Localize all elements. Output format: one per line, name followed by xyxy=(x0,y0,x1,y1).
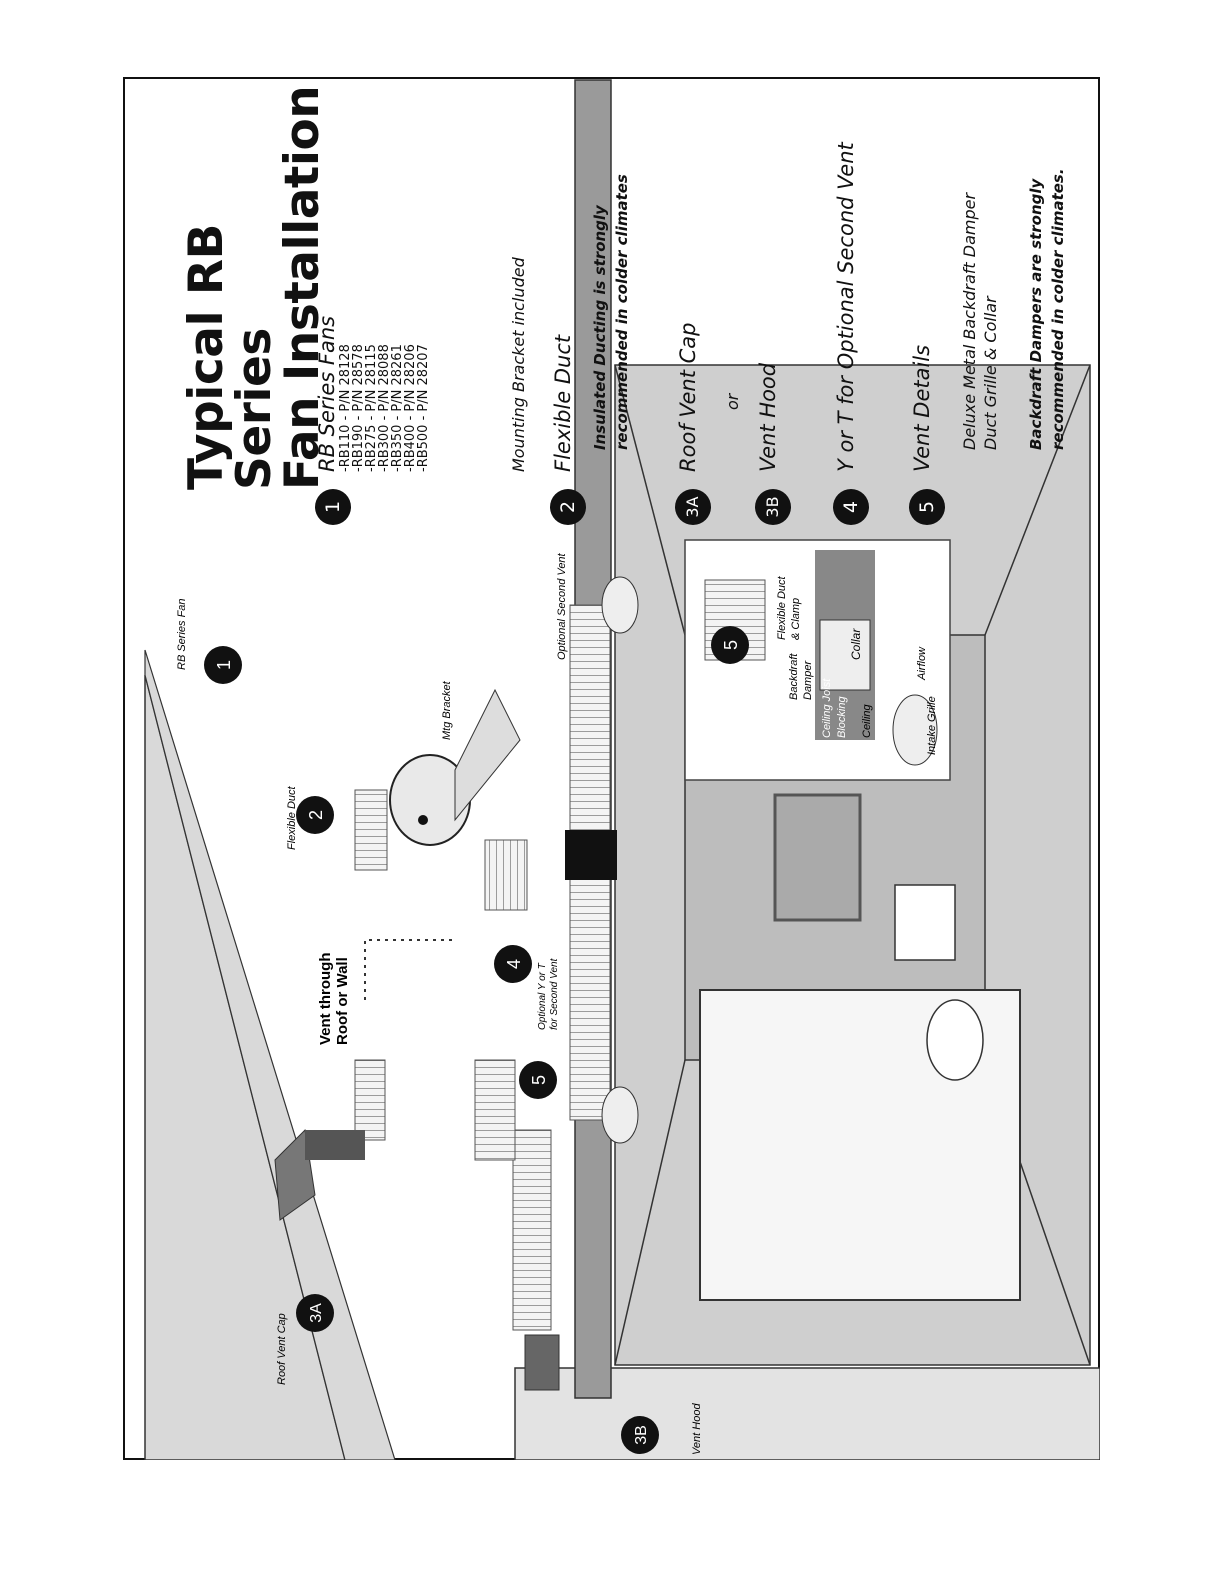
insulated-note-1: Insulated Ducting is strongly xyxy=(591,205,609,450)
svg-text:4: 4 xyxy=(504,959,524,969)
title-line-1: Typical RB Series xyxy=(179,224,282,490)
diagram-frame: Collar Ceiling Joist Blocking Ceiling Fl… xyxy=(123,77,1100,1460)
legend-item-1-label: RB Series Fans xyxy=(315,315,339,472)
inset-airflow-label: Airflow xyxy=(916,646,928,681)
inset-flex-duct-label-2: & Clamp xyxy=(790,598,802,640)
callout-1: 1 xyxy=(204,646,242,684)
wall-picture xyxy=(773,793,862,922)
svg-text:1: 1 xyxy=(214,660,234,670)
callout-4: 4 xyxy=(494,945,532,983)
roof-vent-cap-label: Roof Vent Cap xyxy=(276,1313,288,1385)
svg-text:2: 2 xyxy=(306,810,326,820)
vent-details-desc-2: Duct Grille & Collar xyxy=(981,296,1000,450)
vent-hood-label: Vent Hood xyxy=(691,1403,703,1455)
duct-to-fan xyxy=(354,789,388,871)
legend-badge-5: 5 xyxy=(909,489,945,525)
backdraft-note-1: Backdraft Dampers are strongly xyxy=(1027,178,1045,450)
grille-disc-left xyxy=(601,1086,639,1144)
y-connector xyxy=(565,830,617,880)
optional-second-vent-label: Optional Second Vent xyxy=(556,552,568,660)
callout-3a: 3A xyxy=(296,1294,334,1332)
optional-y-label-1: Optional Y or T xyxy=(537,962,548,1030)
mounting-bracket-note: Mounting Bracket included xyxy=(509,257,528,472)
legend-item-3b-label: Vent Hood xyxy=(756,362,780,472)
inset-flex-duct-label-1: Flexible Duct xyxy=(776,575,788,640)
legend-badge-2: 2 xyxy=(550,489,586,525)
callout-2: 2 xyxy=(296,796,334,834)
inset-backdraft-label-2: Damper xyxy=(802,660,814,700)
inset-intake-grille-label: Intake Grille xyxy=(926,696,938,755)
backdraft-note-2: recommended in colder climates. xyxy=(1049,168,1067,450)
vent-detail-inset: Collar Ceiling Joist Blocking Ceiling Fl… xyxy=(684,539,951,781)
vent-through-label-1: Vent through xyxy=(317,953,334,1046)
optional-y-label-2: for Second Vent xyxy=(549,957,560,1030)
model-rb500: -RB500 - P/N 28207 xyxy=(416,344,431,472)
legend-area: Typical RB Series Fan Installation 1 RB … xyxy=(125,79,1100,1460)
rotated-sheet: Collar Ceiling Joist Blocking Ceiling Fl… xyxy=(125,79,1100,1460)
callout-3b: 3B xyxy=(621,1416,659,1454)
svg-text:3A: 3A xyxy=(308,1303,325,1323)
mtg-bracket-label: Mtg Bracket xyxy=(441,680,453,740)
vent-through-label-2: Roof or Wall xyxy=(334,957,351,1045)
svg-text:5: 5 xyxy=(529,1075,549,1085)
legend-badge-4: 4 xyxy=(833,489,869,525)
inset-collar-label: Collar xyxy=(849,628,863,660)
legend-item-4-label: Y or T for Optional Second Vent xyxy=(834,142,858,472)
inset-ceiling-label: Ceiling xyxy=(861,703,873,738)
duct-left xyxy=(512,1129,552,1331)
flexible-duct-label: Flexible Duct xyxy=(286,785,298,850)
legend-or: or xyxy=(723,393,742,410)
callout-5-right: 5 xyxy=(711,626,749,664)
grille-disc-right xyxy=(601,576,639,634)
toilet xyxy=(894,884,956,961)
roof-vent-pipe xyxy=(305,1130,365,1160)
svg-text:3B: 3B xyxy=(633,1425,650,1445)
roof-lower-edge xyxy=(144,649,396,1460)
insulated-note-2: recommended in colder climates xyxy=(613,174,631,450)
wall-pipe xyxy=(524,1334,560,1391)
page-title: Typical RB Series Fan Installation xyxy=(179,79,330,490)
legend-badge-3b: 3B xyxy=(755,489,791,525)
inset-backdraft-label-1: Backdraft xyxy=(788,653,800,700)
legend-item-3a-label: Roof Vent Cap xyxy=(676,322,700,473)
legend-badge-3a: 3A xyxy=(675,489,711,525)
legend-item-2-label: Flexible Duct xyxy=(551,334,575,472)
exterior-wall xyxy=(514,1367,1100,1460)
legend-badge-1: 1 xyxy=(315,489,351,525)
mounting-bracket xyxy=(454,688,521,822)
vent-details-desc-1: Deluxe Metal Backdraft Damper xyxy=(960,192,979,450)
callout-5-left: 5 xyxy=(519,1061,557,1099)
legend-item-5-label: Vent Details xyxy=(910,344,934,472)
legend-model-list: -RB110 - P/N 28128 -RB190 - P/N 28578 -R… xyxy=(338,344,431,472)
installation-drawing: Collar Ceiling Joist Blocking Ceiling Fl… xyxy=(144,79,1100,1460)
svg-text:5: 5 xyxy=(721,640,741,650)
duct-fan-down xyxy=(484,839,528,911)
duct-diagonal xyxy=(474,1059,516,1161)
rb-series-fan-label: RB Series Fan xyxy=(176,598,188,670)
duct-to-roof xyxy=(354,1059,386,1141)
inset-ceiling-joist-label: Ceiling Joist xyxy=(821,678,833,738)
inset-blocking-label: Blocking xyxy=(836,696,848,738)
